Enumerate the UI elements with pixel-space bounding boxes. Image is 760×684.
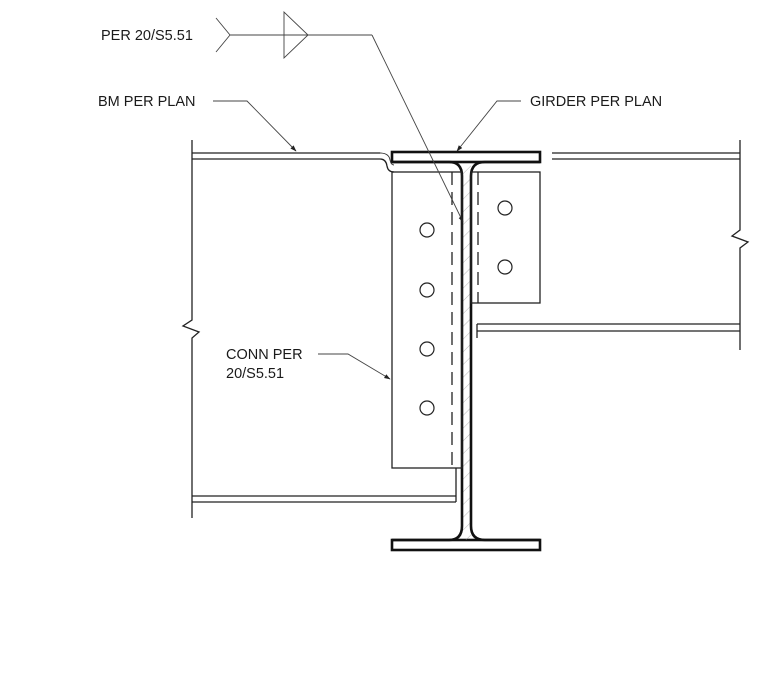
fillet-weld-icon xyxy=(283,10,309,60)
weld-arrow-leader xyxy=(371,34,464,223)
weld-tail-icon xyxy=(215,17,231,53)
conn-label-line-1: CONN PER xyxy=(226,347,303,363)
left-break-line xyxy=(181,140,201,518)
beam-callout xyxy=(213,100,297,152)
conn-callout xyxy=(318,353,391,380)
conn-plate-left xyxy=(391,171,463,469)
bolt-hole xyxy=(419,222,435,238)
beam-top-flange-cope-inner xyxy=(379,152,395,166)
bolt-hole xyxy=(497,200,513,216)
bolt-hole xyxy=(419,400,435,416)
conn-label-line-2: 20/S5.51 xyxy=(226,366,284,382)
conn-plate-right xyxy=(470,171,541,304)
girder-top-flange xyxy=(390,150,542,164)
girder-web-right-edge xyxy=(469,160,540,542)
bolt-hole xyxy=(419,282,435,298)
beam-label: BM PER PLAN xyxy=(98,94,196,110)
weld-symbol xyxy=(215,10,464,223)
beam-leader-line xyxy=(213,100,297,152)
right-beam xyxy=(476,140,750,350)
bolt-hole xyxy=(497,259,513,275)
right-break-line xyxy=(730,140,750,350)
bolt-hole xyxy=(419,341,435,357)
left-beam xyxy=(181,140,457,518)
conn-leader-line xyxy=(318,353,391,380)
shear-tab-right xyxy=(470,171,541,304)
girder-label: GIRDER PER PLAN xyxy=(530,94,662,110)
girder-section xyxy=(390,150,542,552)
girder-callout xyxy=(456,100,521,152)
girder-web-hatch xyxy=(462,162,471,540)
shear-tab-left xyxy=(391,171,463,469)
weld-ref-label: PER 20/S5.51 xyxy=(101,28,193,44)
girder-bottom-flange xyxy=(390,538,542,552)
beam-top-flange-cope xyxy=(192,158,395,173)
girder-leader-line xyxy=(456,100,521,152)
